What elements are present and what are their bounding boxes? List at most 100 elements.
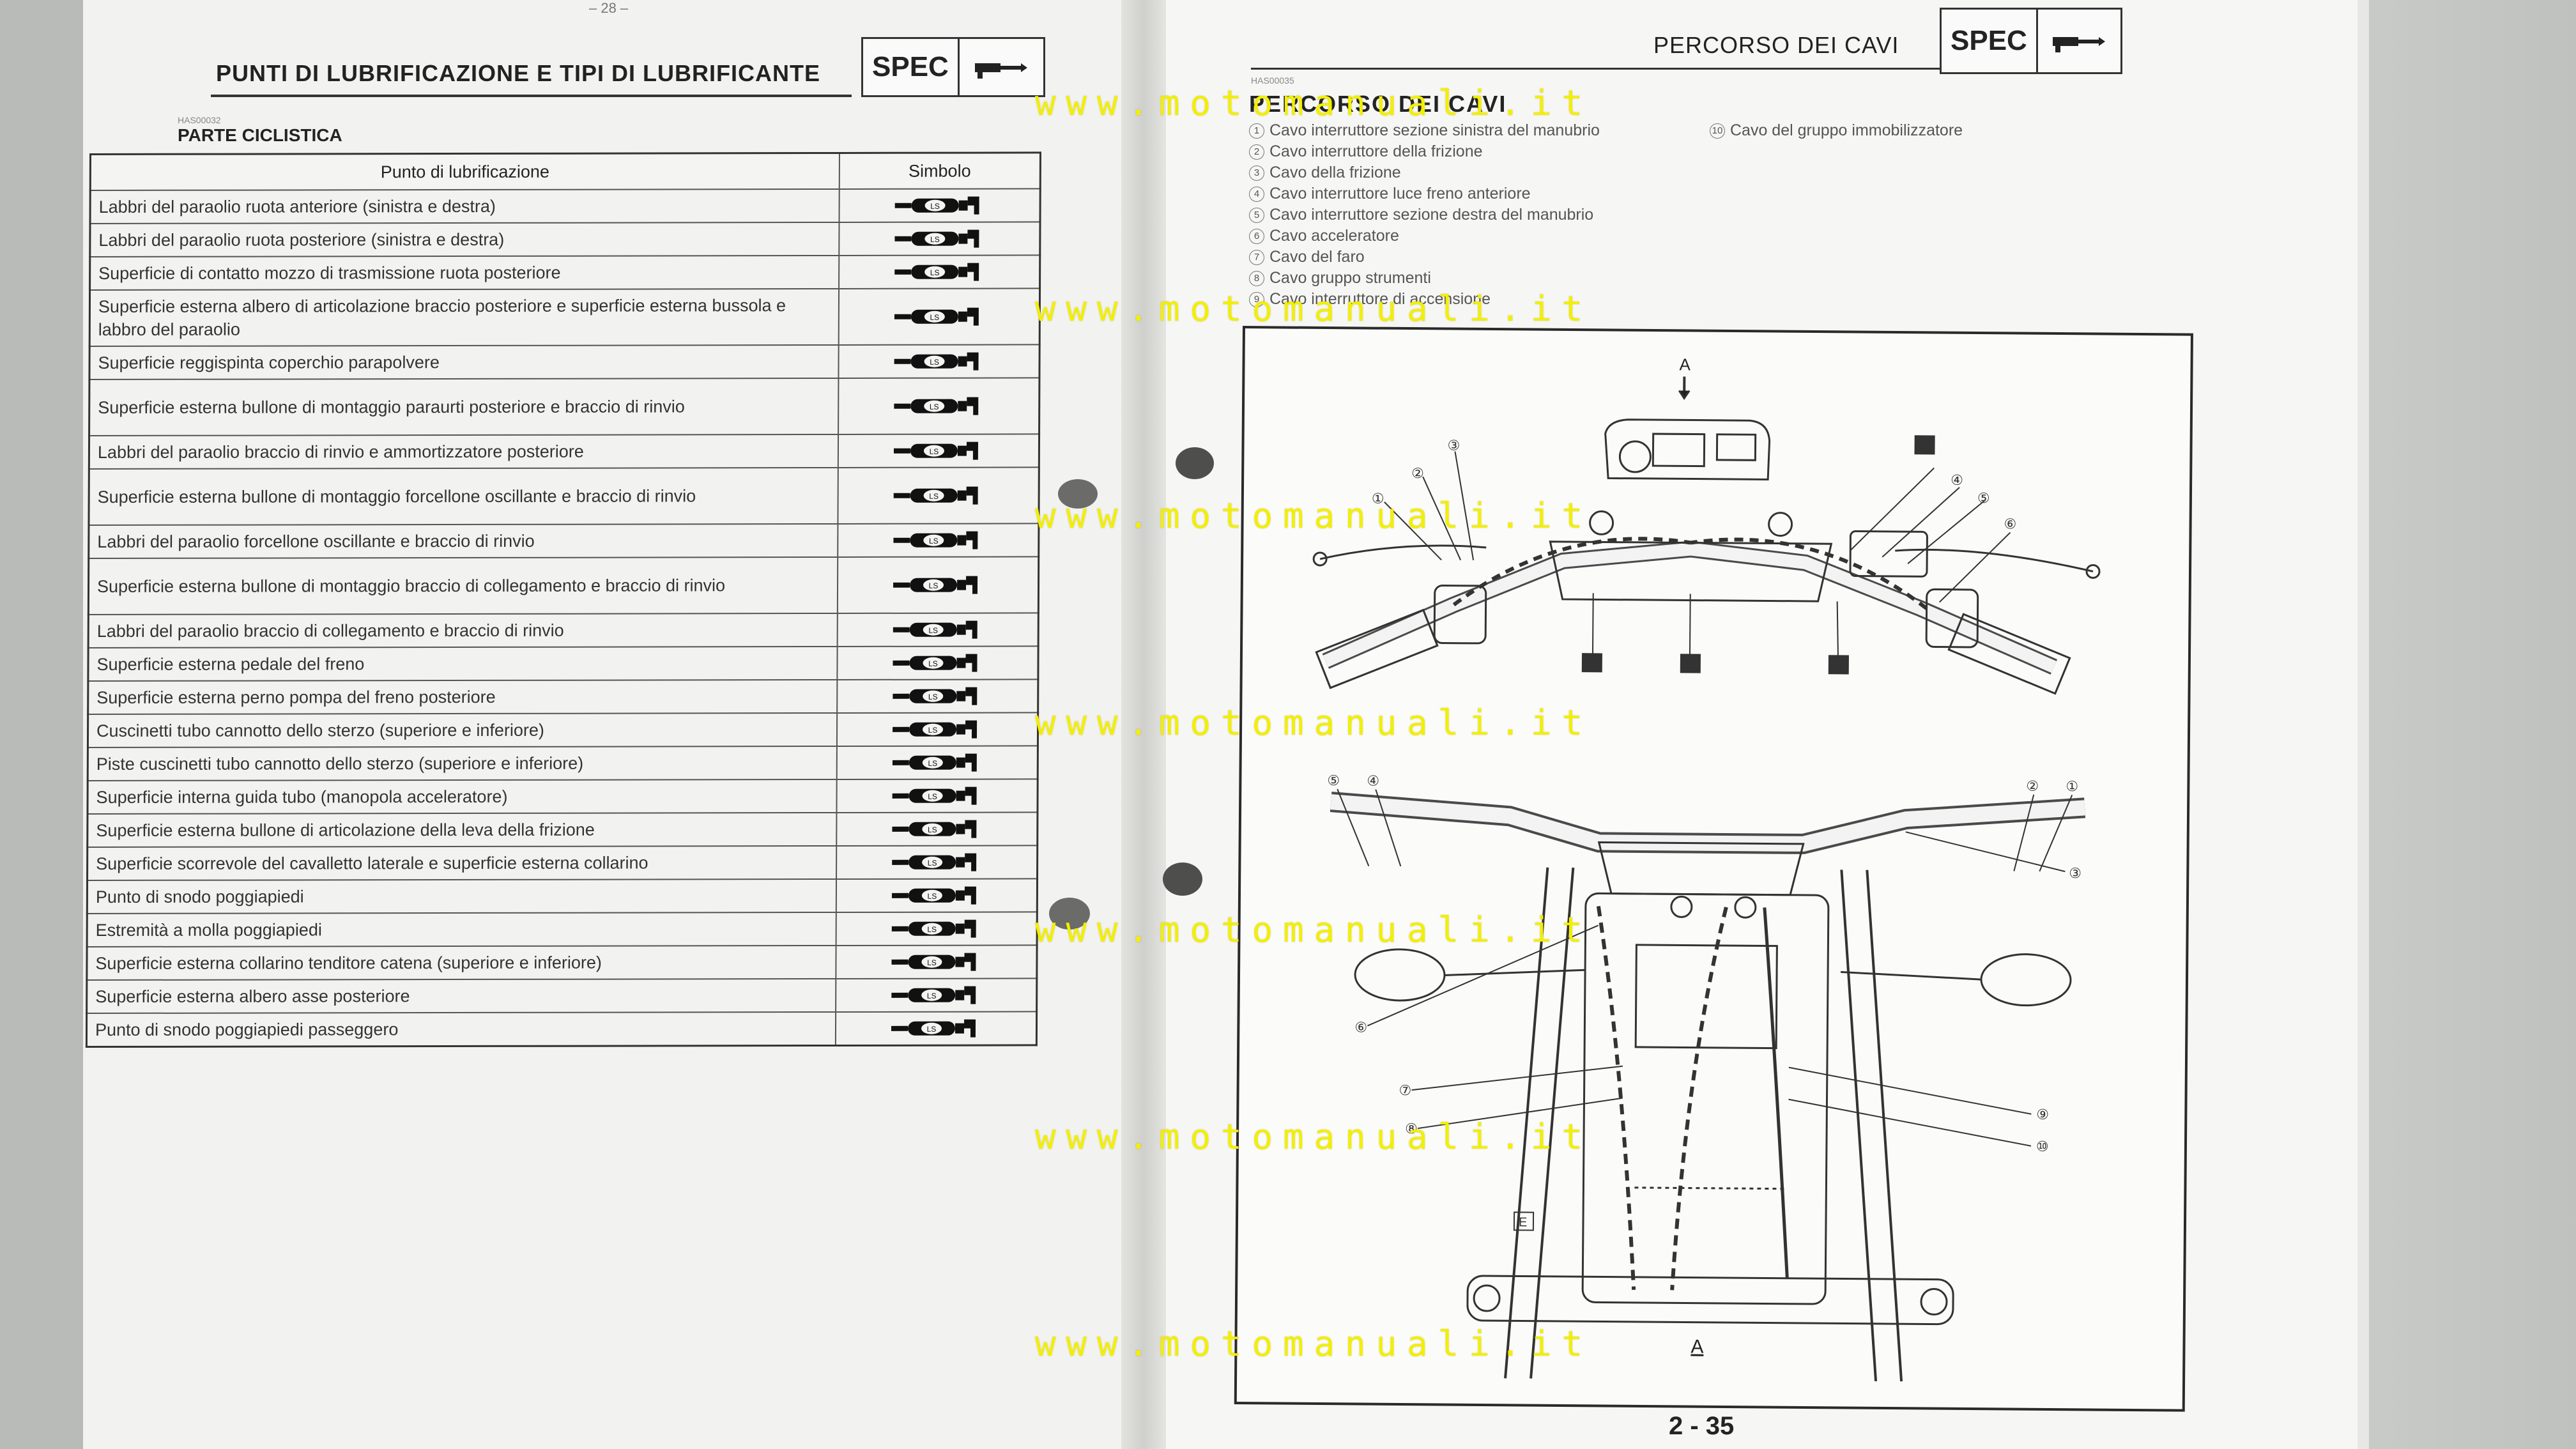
right-doc-code: HAS00035 <box>1251 75 1294 86</box>
lubrication-point-cell: Superficie scorrevole del cavalletto lat… <box>87 845 837 881</box>
left-spec-badge: SPEC <box>861 37 1045 97</box>
legend-item: 7 Cavo del faro <box>1249 247 1600 268</box>
table-row: Cuscinetti tubo cannotto dello sterzo (s… <box>88 712 1038 748</box>
svg-text:LS: LS <box>930 313 939 322</box>
legend-text: Cavo del faro <box>1269 248 1365 266</box>
svg-text:⑥: ⑥ <box>2004 516 2017 532</box>
table-row: Superficie esterna pedale del freno LS <box>88 646 1039 682</box>
legend-text: Cavo interruttore sezione destra del man… <box>1269 206 1594 224</box>
watermark: www.motomanuali.it <box>1035 83 1593 123</box>
grease-gun-icon <box>2038 28 2120 54</box>
svg-text:LS: LS <box>928 892 937 901</box>
svg-text:LS: LS <box>927 992 937 1000</box>
lithium-soap-grease-icon: LS <box>836 912 1038 946</box>
view-label-bottom: A <box>1690 1337 1703 1358</box>
table-row: Superficie esterna bullone di montaggio … <box>88 467 1039 526</box>
svg-text:LS: LS <box>929 537 939 546</box>
table-row: Superficie scorrevole del cavalletto lat… <box>87 845 1038 881</box>
section-title-parte-ciclistica: PARTE CICLISTICA <box>178 125 342 145</box>
svg-text:①: ① <box>1372 491 1384 507</box>
svg-text:LS: LS <box>929 492 939 501</box>
svg-text:④: ④ <box>1951 472 1963 488</box>
lubrication-table: Punto di lubrificazione Simbolo Labbri d… <box>85 151 1041 1048</box>
svg-text:A: A <box>1919 439 1928 453</box>
svg-text:②: ② <box>2026 778 2039 794</box>
lubrication-point-cell: Estremità a molla poggiapiedi <box>87 912 836 947</box>
watermark: www.motomanuali.it <box>1035 1117 1593 1157</box>
lubrication-point-cell: Punto di snodo poggiapiedi passeggero <box>86 1011 836 1047</box>
table-row: Superficie esterna albero di articolazio… <box>89 288 1040 347</box>
table-row: Labbri del paraolio braccio di rinvio e … <box>89 434 1039 470</box>
watermark: www.motomanuali.it <box>1035 496 1593 536</box>
svg-text:LS: LS <box>927 1025 937 1034</box>
watermark: www.motomanuali.it <box>1035 703 1593 743</box>
table-row: Superficie esterna collarino tenditore c… <box>86 945 1038 981</box>
svg-text:⑧: ⑧ <box>1405 1121 1418 1137</box>
lubrication-point-cell: Superficie interna guida tubo (manopola … <box>87 779 837 815</box>
punch-hole <box>1058 479 1098 509</box>
lithium-soap-grease-icon: LS <box>837 556 1039 613</box>
watermark: www.motomanuali.it <box>1035 289 1593 329</box>
legend-number: 10 <box>1710 123 1725 139</box>
svg-text:B: B <box>1834 659 1843 673</box>
page-number: 2 - 35 <box>1669 1412 1735 1440</box>
lithium-soap-grease-icon: LS <box>838 378 1039 434</box>
lubrication-point-cell: Superficie esterna albero di articolazio… <box>89 288 839 347</box>
lubrication-point-cell: Superficie esterna perno pompa del freno… <box>88 679 838 715</box>
left-header-title: PUNTI DI LUBRIFICAZIONE E TIPI DI LUBRIF… <box>216 60 820 86</box>
table-row: Superficie interna guida tubo (manopola … <box>87 779 1038 815</box>
legend-number: 8 <box>1249 271 1264 287</box>
legend-item: 3 Cavo della frizione <box>1249 162 1600 183</box>
spec-label: SPEC <box>863 39 960 95</box>
svg-text:LS: LS <box>929 581 939 590</box>
svg-text:LS: LS <box>928 859 937 868</box>
legend-item: 5 Cavo interruttore sezione destra del ma… <box>1249 204 1600 226</box>
lithium-soap-grease-icon: LS <box>839 222 1041 256</box>
lubrication-point-cell: Piste cuscinetti tubo cannotto dello ste… <box>88 746 837 781</box>
lithium-soap-grease-icon: LS <box>836 845 1038 879</box>
diagram-letter-e: E <box>1519 1215 1528 1229</box>
top-page-number: – 28 – <box>589 0 629 16</box>
column-header-point: Punto di lubrificazione <box>90 153 839 190</box>
column-header-symbol: Simbolo <box>839 152 1041 189</box>
svg-text:LS: LS <box>928 792 937 801</box>
motorcycle-handlebar-illustration: A <box>1312 355 2101 1382</box>
left-doc-code: HAS00032 <box>178 115 221 125</box>
watermark: www.motomanuali.it <box>1035 910 1593 950</box>
svg-text:LS: LS <box>928 659 938 668</box>
table-row: Labbri del paraolio braccio di collegame… <box>88 613 1039 648</box>
legend-number: 4 <box>1249 187 1264 203</box>
legend-text: Cavo della frizione <box>1269 164 1401 181</box>
lithium-soap-grease-icon: LS <box>836 812 1038 846</box>
lubrication-point-cell: Superficie esterna bullone di montaggio … <box>89 378 839 436</box>
svg-text:②: ② <box>1411 465 1424 481</box>
lithium-soap-grease-icon: LS <box>836 978 1037 1012</box>
svg-text:⑥: ⑥ <box>1354 1019 1367 1035</box>
legend-number: 7 <box>1249 250 1264 266</box>
svg-text:①: ① <box>2066 778 2078 794</box>
legend-text: Cavo acceleratore <box>1269 227 1399 245</box>
legend-number: 3 <box>1249 165 1264 181</box>
watermark: www.motomanuali.it <box>1035 1324 1593 1364</box>
cable-routing-diagram: A <box>1234 326 2193 1412</box>
lithium-soap-grease-icon: LS <box>839 188 1041 222</box>
table-row: Superficie esterna bullone di montaggio … <box>89 378 1039 436</box>
legend-text: Cavo interruttore sezione sinistra del m… <box>1269 121 1600 139</box>
svg-text:C: C <box>1685 657 1695 671</box>
table-row: Superficie di contatto mozzo di trasmiss… <box>89 255 1040 291</box>
lithium-soap-grease-icon: LS <box>838 523 1039 557</box>
lubrication-point-cell: Superficie esterna pedale del freno <box>88 646 838 682</box>
svg-text:LS: LS <box>927 925 937 934</box>
lithium-soap-grease-icon: LS <box>836 779 1038 813</box>
svg-text:LS: LS <box>928 825 937 834</box>
svg-text:LS: LS <box>930 358 939 367</box>
lubrication-point-cell: Labbri del paraolio forcellone oscillant… <box>88 523 838 559</box>
binder-edge <box>2358 0 2576 1449</box>
table-row: Piste cuscinetti tubo cannotto dello ste… <box>88 746 1038 781</box>
legend-number: 5 <box>1249 208 1264 224</box>
